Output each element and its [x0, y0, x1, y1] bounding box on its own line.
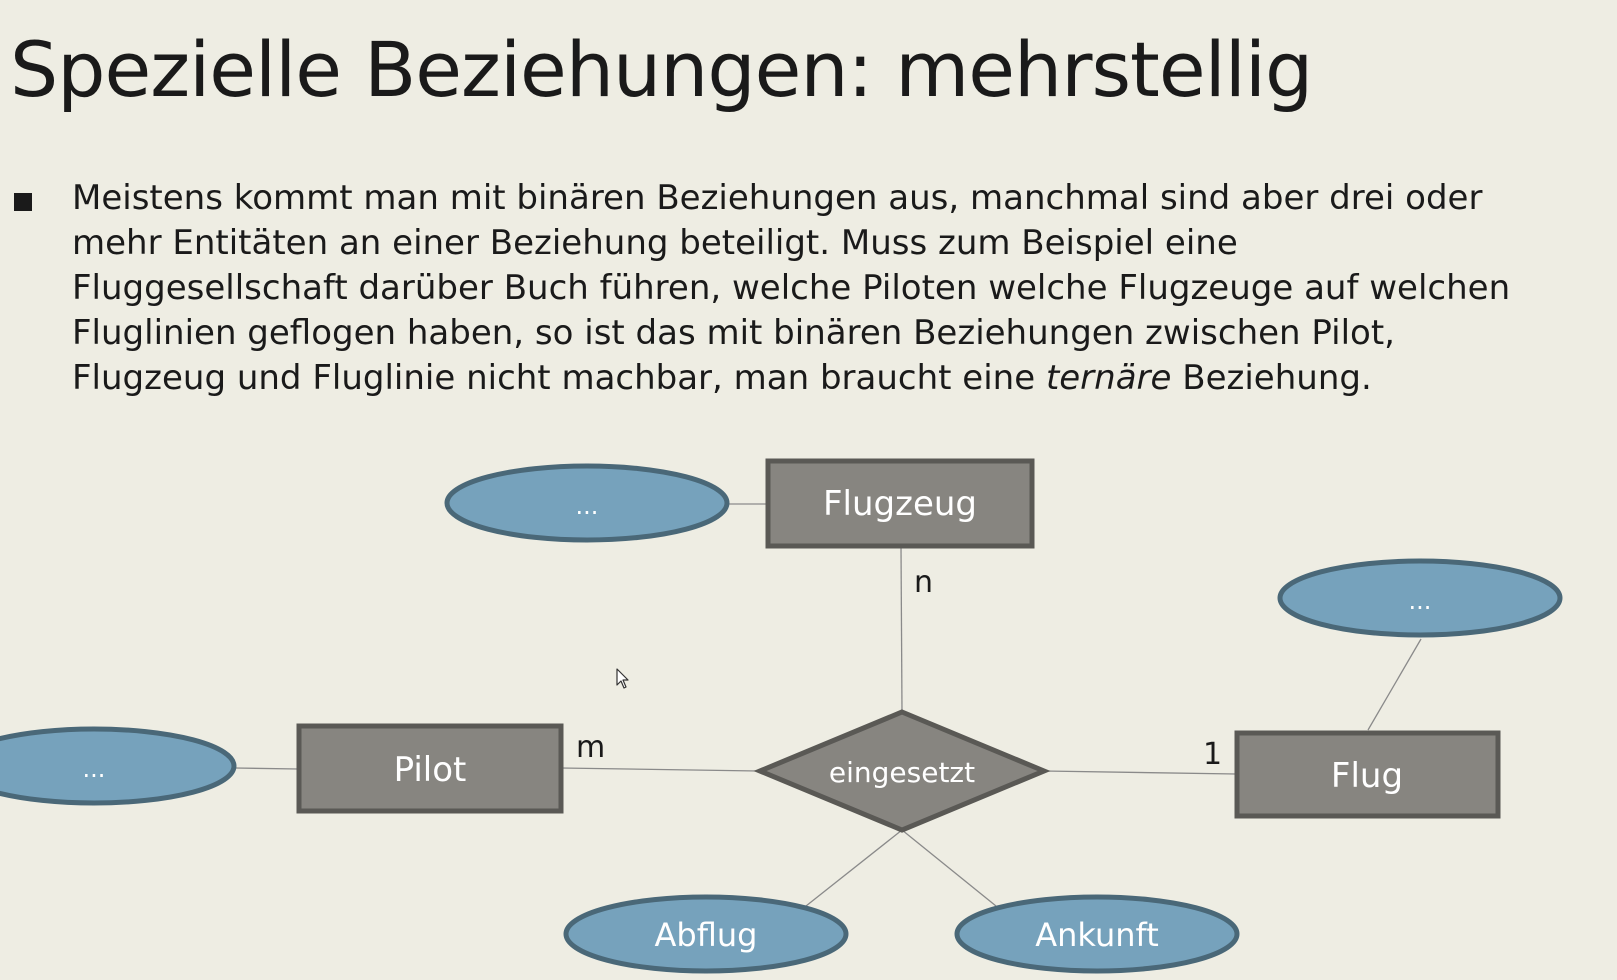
attribute-flugzeug: ...	[444, 463, 730, 543]
line-relationship-ankunft	[901, 829, 997, 907]
attribute-ellipse	[1277, 558, 1563, 638]
entity-label: Flug	[1331, 756, 1403, 796]
bullet-line-1: Meistens kommt man mit binären Beziehung…	[72, 178, 1483, 218]
entity-pilot: Pilot	[296, 723, 564, 814]
line-flugzeug-relationship	[900, 545, 903, 713]
relationship-eingesetzt: eingesetzt	[753, 709, 1051, 833]
attribute-ellipse	[444, 463, 730, 543]
bullet-marker	[14, 193, 32, 211]
attribute-label: ...	[83, 755, 106, 783]
entity-flugzeug: Flugzeug	[765, 458, 1035, 549]
entity-flug: Flug	[1234, 730, 1501, 819]
relationship-diamond	[753, 709, 1051, 833]
bullet-paragraph: Meistens kommt man mit binären Beziehung…	[72, 176, 1577, 401]
attribute-flug: ...	[1277, 558, 1563, 638]
cardinality-flugzeug: n	[914, 565, 933, 600]
entity-label: Flugzeug	[823, 484, 977, 524]
relationship-label: eingesetzt	[829, 756, 975, 789]
connector-lines	[234, 503, 1422, 907]
bullet-line-2: mehr Entitäten an einer Beziehung beteil…	[72, 223, 1238, 263]
attribute-ellipse	[563, 894, 849, 974]
cardinality-pilot: m	[576, 730, 605, 765]
attribute-ellipse	[0, 726, 237, 806]
line-relationship-abflug	[805, 829, 903, 907]
bullet-line-5-end: Beziehung.	[1171, 358, 1372, 398]
attribute-ankunft: Ankunft	[954, 894, 1240, 974]
attribute-abflug: Abflug	[563, 894, 849, 974]
line-pilot-attr	[234, 767, 299, 770]
bullet-line-5-italic: ternäre	[1045, 358, 1172, 398]
bullet-line-5: Flugzeug und Fluglinie nicht machbar, ma…	[72, 356, 1577, 401]
bullet-line-5-start: Flugzeug und Fluglinie nicht machbar, ma…	[72, 358, 1046, 398]
mouse-pointer-icon	[616, 668, 629, 689]
bullet-line-4: Fluglinien geflogen haben, so ist das mi…	[72, 313, 1395, 353]
entity-box	[765, 458, 1035, 549]
bullet-line-3: Fluggesellschaft darüber Buch führen, we…	[72, 268, 1511, 308]
entity-box	[296, 723, 564, 814]
cardinality-flug: 1	[1203, 737, 1222, 772]
attribute-pilot: ...	[0, 726, 237, 806]
slide-title: Spezielle Beziehungen: mehrstellig	[10, 25, 1313, 114]
line-relationship-flug	[1043, 770, 1237, 775]
attribute-label: Ankunft	[1035, 916, 1159, 954]
line-flug-attr	[1367, 638, 1422, 731]
entity-label: Pilot	[394, 750, 467, 790]
attribute-label: ...	[576, 492, 599, 520]
entity-box	[1234, 730, 1501, 819]
line-pilot-relationship	[560, 767, 759, 772]
attribute-ellipse	[954, 894, 1240, 974]
attribute-label: Abflug	[655, 916, 758, 954]
attribute-label: ...	[1409, 587, 1432, 615]
